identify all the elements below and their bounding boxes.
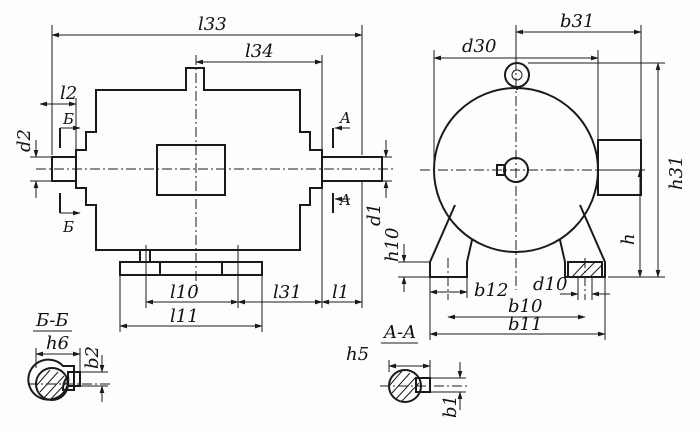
- section-bb-shape: [27, 358, 75, 401]
- front-terminal-box: [597, 139, 642, 196]
- dim-l10-label: l10: [170, 282, 199, 303]
- section-aa-key: [415, 377, 431, 393]
- dim-l2-label: l2: [60, 83, 77, 104]
- dim-l34-label: l34: [245, 41, 274, 62]
- lifting-eye: [504, 62, 530, 88]
- dim-b31-label: b31: [560, 11, 594, 32]
- dim-l33-label: l33: [198, 14, 227, 35]
- dim-b1-label: b1: [440, 395, 461, 418]
- dim-b2-label: b2: [82, 346, 103, 369]
- base-plate: [119, 261, 263, 276]
- section-aa-title: A-A: [382, 322, 416, 343]
- section-bb-title: Б-Б: [35, 310, 69, 331]
- dim-h10-label: h10: [382, 228, 403, 263]
- side-view: Б Б A A l33 l34 l2 d2 d1: [14, 14, 395, 332]
- dim-b11-label: b11: [508, 314, 542, 335]
- cut-a-upper-label: A: [338, 109, 351, 127]
- cut-b-upper-label: Б: [62, 110, 74, 128]
- dim-h6-label: h6: [46, 333, 69, 354]
- section-bb-key: [67, 371, 81, 387]
- dim-h-label: h: [618, 233, 639, 245]
- motor-body-outline: [75, 67, 323, 251]
- dim-d30-label: d30: [462, 36, 496, 57]
- dim-d1-label: d1: [364, 203, 385, 226]
- dim-l1-label: l1: [332, 282, 349, 303]
- dim-b12-label: b12: [474, 280, 508, 301]
- cut-a-lower-label: A: [338, 191, 351, 209]
- dim-l11-label: l11: [170, 306, 199, 327]
- terminal-box: [156, 144, 226, 196]
- section-aa: A-A h5 b1: [346, 322, 470, 418]
- dim-h31-label: h31: [666, 156, 687, 191]
- dim-l31-label: l31: [273, 282, 302, 303]
- section-bb: Б-Б h6 b2: [27, 310, 112, 402]
- dim-h5-label: h5: [346, 344, 369, 365]
- dim-b10-label: b10: [508, 296, 542, 317]
- cut-b-lower-label: Б: [62, 218, 74, 236]
- foot-base: [120, 261, 263, 276]
- dim-d2-label: d2: [14, 129, 35, 152]
- dim-d10-label: d10: [533, 274, 567, 295]
- front-left-foot: [429, 204, 473, 278]
- front-view: d30 b31 h31 h h10 b12 d10 b10: [382, 11, 687, 340]
